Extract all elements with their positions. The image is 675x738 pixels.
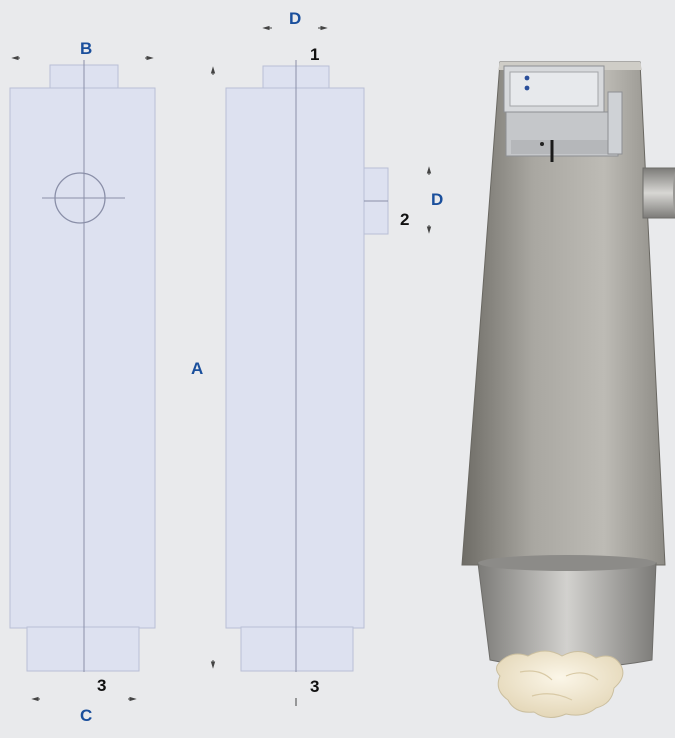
dimension-label-d-top: D bbox=[289, 9, 302, 28]
connection-label-1: 1 bbox=[310, 45, 320, 64]
front-body bbox=[9, 87, 156, 629]
insulation-fluff bbox=[496, 650, 624, 718]
bottom-duct bbox=[477, 562, 657, 669]
front-view bbox=[9, 60, 156, 672]
side-bottom-collar bbox=[240, 626, 354, 672]
dimension-label-d-side: D bbox=[431, 190, 444, 209]
connection-label-3-right: 3 bbox=[310, 677, 320, 696]
product-photo bbox=[461, 61, 675, 718]
side-duct bbox=[642, 167, 675, 219]
front-bottom-collar bbox=[26, 626, 140, 672]
connection-label-3-left: 3 bbox=[97, 676, 107, 695]
side-body bbox=[225, 87, 365, 629]
dimension-label-a: A bbox=[191, 359, 204, 378]
connection-label-2: 2 bbox=[400, 210, 410, 229]
dimension-label-b: B bbox=[80, 39, 93, 58]
dimension-label-c: C bbox=[80, 706, 93, 725]
dimension-marks bbox=[11, 25, 432, 706]
side-view bbox=[225, 60, 389, 672]
